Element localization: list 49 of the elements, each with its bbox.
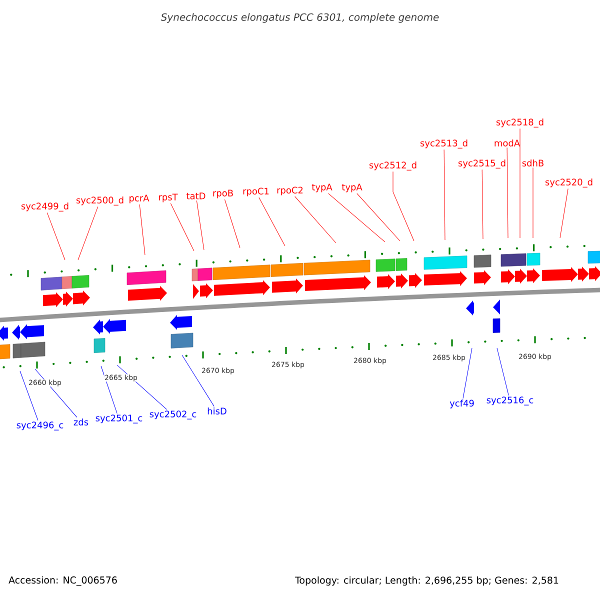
leader-line [100, 366, 118, 414]
leader-line [560, 188, 568, 238]
leader-line [182, 354, 214, 407]
leader-line [328, 193, 386, 242]
gene-label: syc2502_c [150, 410, 196, 420]
gene-label: modA [494, 140, 520, 146]
leader-line [224, 199, 240, 248]
gene-label: ycf49 [450, 400, 474, 408]
leader-line [356, 193, 400, 242]
leader-line [482, 169, 484, 240]
leader-line [46, 212, 66, 260]
footer-text: Topology: circular; Length: 2,696,255 bp; Genes: 2,581 [295, 576, 558, 586]
leader-line [258, 197, 286, 246]
gene-label: sdhB [522, 160, 544, 166]
gene-label: syc2515_d [458, 160, 506, 168]
leader-line [532, 167, 534, 238]
leader-line [444, 149, 446, 240]
leader-line [294, 196, 336, 244]
gene-label: syc2501_c [96, 414, 142, 424]
gene-label: syc2496_c [16, 422, 64, 430]
gene-label: syc2500_d [76, 196, 124, 206]
title: Synechococcus elongatus PCC 6301, complete genome [160, 13, 439, 23]
leader-line [78, 206, 98, 260]
leader-line [139, 204, 146, 256]
leader-line [392, 171, 414, 242]
gene-label: typA [312, 184, 332, 192]
leader-line [506, 147, 508, 238]
gene-label: tatD [186, 192, 206, 200]
gene-label: syc2520_d [545, 178, 592, 188]
gene-label: syc2499_d [21, 202, 68, 212]
leader-line [496, 348, 509, 396]
gene-label: rpoC1 [243, 188, 269, 196]
gene-label: pcrA [130, 194, 150, 204]
leader-line [20, 370, 38, 421]
footer-text: Accession: NC_006576 [8, 576, 117, 586]
gene-label: zds [74, 418, 88, 426]
gene-label: syc2513_d [420, 140, 468, 148]
leader-line [462, 348, 472, 399]
leader-line [170, 203, 194, 252]
gene-label: hisD [208, 408, 226, 414]
gene-label: rpoB [213, 190, 233, 198]
leader-line [196, 200, 204, 250]
gene-label: typA [342, 184, 362, 192]
leader-line [34, 368, 78, 418]
gene-label: syc2512_d [369, 162, 416, 170]
gene-label: rpsT [159, 194, 178, 202]
gene-label: rpoC2 [277, 186, 303, 196]
gene-label: syc2516_c [486, 396, 534, 406]
gene-label: syc2518_d [496, 118, 544, 128]
